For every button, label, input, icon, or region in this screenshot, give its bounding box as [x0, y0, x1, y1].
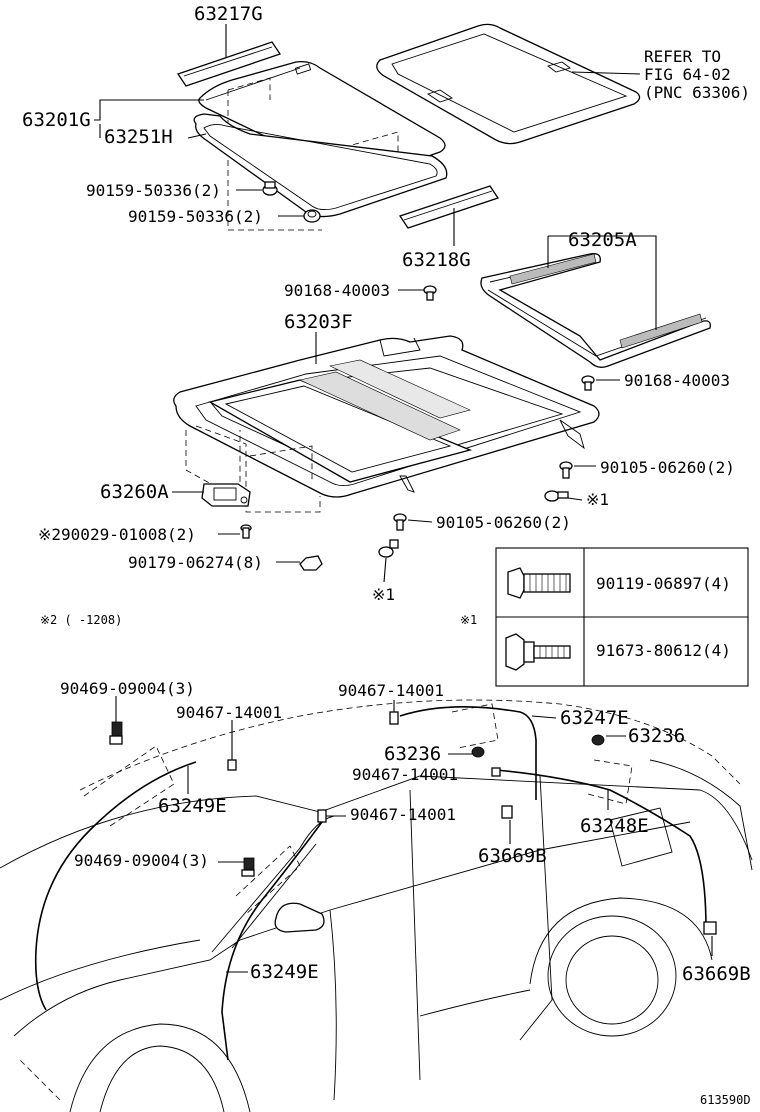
footnote-mark2: ※2 ( -1208): [40, 613, 122, 627]
screw-90105-b: [393, 513, 407, 531]
label-refer-to: REFER TO: [644, 47, 721, 66]
label-90168-b: 90168-40003: [624, 371, 730, 390]
motor-63260A: [201, 483, 251, 507]
label-90159-a: 90159-50336(2): [86, 181, 221, 200]
bolt-table: 90119-06897(4) 91673-80612(4): [495, 547, 749, 687]
label-90467-a: 90467-14001: [176, 703, 282, 722]
label-63251H: 63251H: [104, 126, 173, 148]
label-90179: 90179-06274(8): [128, 553, 263, 572]
label-90105-b: 90105-06260(2): [436, 513, 571, 532]
label-63669B-b: 63669B: [682, 963, 751, 985]
table-row2-part: 91673-80612(4): [596, 641, 731, 660]
table-mark1: ※1: [460, 613, 477, 627]
label-63217G: 63217G: [194, 3, 263, 25]
screw-90105-a: [559, 461, 573, 479]
label-90467-b: 90467-14001: [350, 805, 456, 824]
label-90469-a: 90469-09004(3): [60, 679, 195, 698]
bolt-90159-b: [303, 209, 321, 223]
drain-hose-rear: [399, 703, 707, 931]
label-90159-b: 90159-50336(2): [128, 207, 263, 226]
rail-frame-63205A: [480, 253, 711, 368]
clip-90469-a: [109, 721, 123, 745]
label-63247E: 63247E: [560, 707, 629, 729]
bolt-long-icon: [507, 567, 571, 599]
screw-90029: [240, 524, 252, 539]
weatherstrip-63217G: [176, 41, 282, 87]
screw-90168-b: [581, 375, 595, 391]
figure-number: 613590D: [700, 1093, 751, 1107]
weatherstrip-63218G: [398, 185, 500, 229]
label-63236-b: 63236: [384, 743, 441, 765]
label-63201G: 63201G: [22, 109, 91, 131]
label-63218G: 63218G: [402, 249, 471, 271]
label-90105-a: 90105-06260(2): [600, 458, 735, 477]
bolt-mark1-a: [544, 490, 569, 502]
valve-63669B-b: [703, 921, 717, 935]
label-90168-a: 90168-40003: [284, 281, 390, 300]
label-63205A: 63205A: [568, 229, 637, 251]
drain-hose-front-right: [221, 821, 323, 1061]
clip-90467-d: [491, 767, 501, 777]
glass-panel-63201G: [198, 60, 446, 231]
label-mark1-a: ※1: [586, 490, 609, 509]
label-90467-c: 90467-14001: [338, 681, 444, 700]
nut-90179: [299, 555, 323, 571]
clip-90467-b: [317, 809, 327, 823]
clip-90467-a: [227, 759, 237, 771]
label-63248E: 63248E: [580, 815, 649, 837]
bolt-flange-icon: [505, 633, 571, 671]
label-90467-d: 90467-14001: [352, 765, 458, 784]
label-63236-a: 63236: [628, 725, 685, 747]
seal-63251H: [193, 113, 448, 218]
label-63669B-a: 63669B: [478, 845, 547, 867]
label-63260A: 63260A: [100, 481, 169, 503]
label-63249E-top: 63249E: [158, 795, 227, 817]
bolt-mark1-b: [378, 539, 399, 558]
valve-63669B-a: [501, 805, 513, 819]
label-refer-pnc: (PNC 63306): [644, 83, 750, 102]
label-refer-fig: FIG 64-02: [644, 65, 731, 84]
grommet-63236-b: [471, 746, 485, 758]
clip-90467-c: [389, 711, 399, 725]
table-row1-part: 90119-06897(4): [596, 574, 731, 593]
label-90029: ※290029-01008(2): [38, 525, 196, 544]
housing-63203F: [173, 335, 600, 513]
clip-90469-b: [241, 857, 255, 877]
drain-hose-front-left: [34, 745, 197, 1011]
label-63249E-bottom: 63249E: [250, 961, 319, 983]
car-body-outline: [0, 699, 753, 1112]
bolt-90159-a: [262, 181, 278, 196]
label-90469-b: 90469-09004(3): [74, 851, 209, 870]
grommet-63236-a: [591, 734, 605, 746]
sunshade-refer-part: [376, 23, 641, 145]
screw-90168-a: [423, 285, 437, 301]
label-63203F: 63203F: [284, 311, 353, 333]
label-mark1-b: ※1: [372, 585, 395, 604]
